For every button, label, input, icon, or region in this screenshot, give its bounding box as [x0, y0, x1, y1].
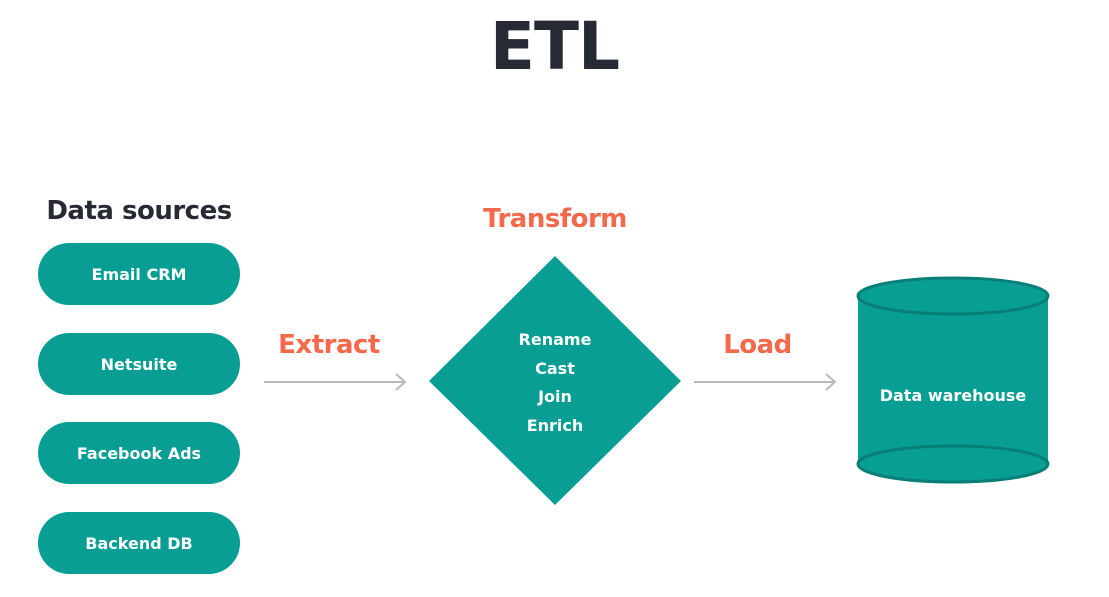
page-title: ETL: [489, 8, 620, 85]
source-backend-db: Backend DB: [38, 512, 240, 574]
load-arrow: [694, 373, 837, 391]
extract-label: Extract: [278, 330, 380, 360]
transform-diamond: [429, 256, 681, 505]
op-rename: Rename: [518, 330, 592, 349]
op-cast: Cast: [535, 358, 575, 378]
load-label: Load: [723, 330, 792, 360]
data-warehouse-cylinder: [856, 276, 1050, 484]
op-join: Join: [538, 387, 572, 406]
op-enrich: Enrich: [526, 415, 584, 435]
data-warehouse-label: Data warehouse: [879, 386, 1027, 405]
source-email-crm: Email CRM: [38, 243, 240, 305]
extract-arrow: [264, 373, 407, 391]
source-netsuite: Netsuite: [38, 333, 240, 395]
data-sources-heading: Data sources: [46, 196, 232, 226]
source-facebook-ads: Facebook Ads: [38, 422, 240, 484]
transform-operations: Rename Cast Join Enrich: [480, 326, 630, 440]
transform-label: Transform: [483, 204, 627, 234]
